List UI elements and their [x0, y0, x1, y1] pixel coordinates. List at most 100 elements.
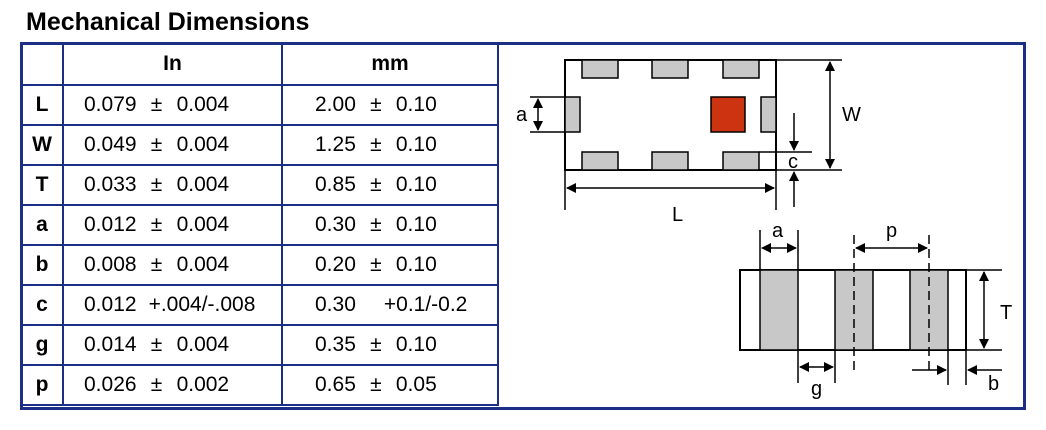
in-nominal: 0.079	[84, 93, 137, 116]
in-tolerance: 0.004	[176, 213, 230, 236]
a-top-label: a	[516, 104, 528, 126]
g-label: g	[811, 378, 822, 400]
row-in-value: 0.026 ±0.002	[62, 364, 283, 406]
b-label: b	[988, 373, 999, 395]
in-tolerance: 0.002	[176, 373, 230, 396]
header-in: In	[62, 42, 283, 86]
row-symbol: a	[20, 204, 64, 246]
mm-nominal: 0.30	[315, 293, 356, 316]
mm-tolerance: +0.1/-0.2	[383, 293, 468, 316]
row-symbol: p	[20, 364, 64, 406]
header-mm: mm	[281, 42, 499, 86]
row-mm-value: 0.35 ±0.10	[281, 324, 499, 366]
pad-left	[564, 96, 581, 133]
dimension-drawing: a W c L	[502, 45, 1023, 407]
pad-top-1	[581, 59, 619, 79]
row-in-value: 0.079 ±0.004	[62, 84, 283, 126]
pad-bottom-2	[651, 151, 689, 171]
row-symbol: c	[20, 284, 64, 326]
in-nominal: 0.033	[84, 173, 137, 196]
row-mm-value: 0.85 ±0.10	[281, 164, 499, 206]
in-tolerance: 0.004	[176, 93, 230, 116]
in-tolerance: 0.004	[176, 173, 230, 196]
mm-nominal: 0.30	[315, 213, 356, 236]
c-label: c	[788, 151, 798, 173]
row-in-value: 0.049 ±0.004	[62, 124, 283, 166]
orientation-marker	[710, 96, 746, 133]
pad-bottom-3	[722, 151, 760, 171]
mm-tolerance: 0.10	[395, 333, 437, 356]
page-title: Mechanical Dimensions	[26, 8, 310, 36]
w-label: W	[842, 104, 861, 126]
mm-nominal: 0.35	[315, 333, 356, 356]
in-nominal: 0.014	[84, 333, 137, 356]
pad-top-2	[651, 59, 689, 79]
mm-nominal: 1.25	[315, 133, 356, 156]
row-mm-value: 0.30 +0.1/-0.2	[281, 284, 499, 326]
in-plusminus: ±	[150, 133, 163, 156]
table-row: T 0.033 ±0.004 0.85 ±0.10	[20, 164, 499, 206]
row-mm-value: 0.30 ±0.10	[281, 204, 499, 246]
in-nominal: 0.049	[84, 133, 137, 156]
row-in-value: 0.033 ±0.004	[62, 164, 283, 206]
row-symbol: b	[20, 244, 64, 286]
dimension-drawing-svg: a W c L	[516, 59, 1012, 400]
in-tolerance: +.004/-.008	[148, 293, 256, 316]
in-nominal: 0.008	[84, 253, 137, 276]
in-plusminus: ±	[150, 333, 163, 356]
mm-tolerance: 0.10	[395, 133, 437, 156]
mm-plusminus: ±	[370, 333, 382, 356]
in-tolerance: 0.004	[176, 253, 230, 276]
row-in-value: 0.012 +.004/-.008	[62, 284, 283, 326]
mm-plusminus: ±	[370, 373, 382, 396]
mm-plusminus: ±	[370, 93, 382, 116]
mm-plusminus: ±	[370, 173, 382, 196]
in-nominal: 0.012	[84, 293, 137, 316]
in-tolerance: 0.004	[176, 133, 230, 156]
mm-nominal: 0.85	[315, 173, 356, 196]
in-plusminus: ±	[150, 173, 163, 196]
a-side-label: a	[772, 220, 784, 242]
mm-tolerance: 0.10	[395, 93, 437, 116]
side-pad-1	[759, 269, 799, 351]
l-label: L	[672, 204, 683, 226]
in-plusminus: ±	[150, 373, 163, 396]
mm-tolerance: 0.10	[395, 213, 437, 236]
table-row: L 0.079 ±0.004 2.00 ±0.10	[20, 84, 499, 126]
row-in-value: 0.014 ±0.004	[62, 324, 283, 366]
in-nominal: 0.026	[84, 373, 137, 396]
t-label: T	[1000, 302, 1012, 324]
header-symbol	[20, 42, 64, 86]
in-plusminus: ±	[150, 253, 163, 276]
mm-nominal: 0.20	[315, 253, 356, 276]
row-symbol: W	[20, 124, 64, 166]
row-mm-value: 0.20 ±0.10	[281, 244, 499, 286]
table-row: g 0.014 ±0.004 0.35 ±0.10	[20, 324, 499, 366]
top-view: a W c L	[516, 59, 861, 226]
p-label: p	[886, 220, 897, 242]
table-header-row: In mm	[20, 42, 499, 86]
mm-plusminus: ±	[370, 253, 382, 276]
mm-tolerance: 0.10	[395, 173, 437, 196]
row-symbol: T	[20, 164, 64, 206]
pad-bottom-1	[581, 151, 619, 171]
side-view: a p T g b	[739, 220, 1012, 400]
mm-nominal: 2.00	[315, 93, 356, 116]
row-mm-value: 0.65±0.05	[281, 364, 499, 406]
row-mm-value: 2.00 ±0.10	[281, 84, 499, 126]
pad-top-3	[722, 59, 760, 79]
in-nominal: 0.012	[84, 213, 137, 236]
pad-right	[760, 96, 777, 133]
row-symbol: L	[20, 84, 64, 126]
row-symbol: g	[20, 324, 64, 366]
mm-nominal: 0.65	[315, 373, 356, 396]
mm-plusminus: ±	[370, 213, 382, 236]
table-row: c 0.012 +.004/-.008 0.30 +0.1/-0.2	[20, 284, 499, 326]
in-tolerance: 0.004	[176, 333, 230, 356]
in-plusminus: ±	[150, 93, 163, 116]
mm-tolerance: 0.10	[395, 253, 437, 276]
row-in-value: 0.008 ±0.004	[62, 244, 283, 286]
